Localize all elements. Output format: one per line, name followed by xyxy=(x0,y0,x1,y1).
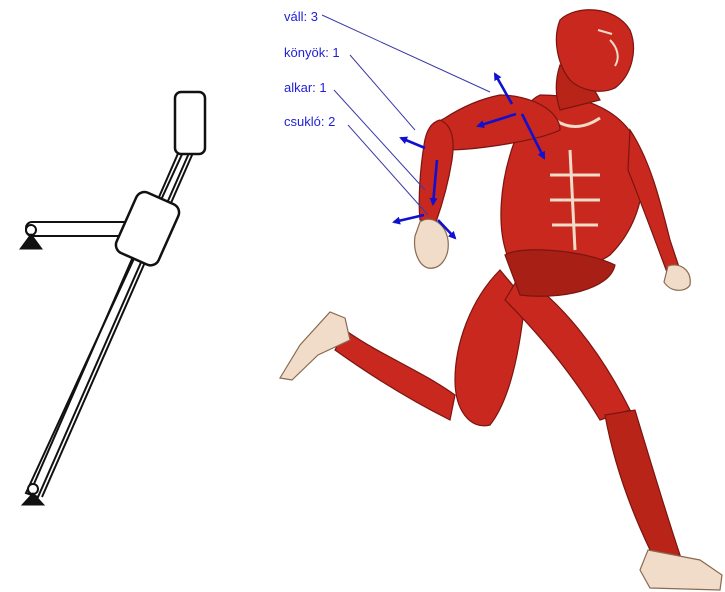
label-shoulder: váll: 3 xyxy=(284,9,318,24)
front-foot xyxy=(640,550,722,590)
front-thigh xyxy=(505,275,630,420)
leader-line-wrist xyxy=(348,125,428,215)
label-elbow: könyök: 1 xyxy=(284,45,340,60)
back-shin xyxy=(335,330,455,420)
label-wrist: csukló: 2 xyxy=(284,114,335,129)
rear-hand xyxy=(664,265,690,290)
end-slider-block xyxy=(175,92,205,154)
leader-line-shoulder xyxy=(322,15,490,92)
mechanism-diagram xyxy=(20,92,205,505)
leader-line-forearm xyxy=(334,90,425,190)
long-rod xyxy=(26,124,203,497)
front-shin xyxy=(605,410,680,560)
runner-anatomy-figure xyxy=(280,10,722,590)
label-forearm: alkar: 1 xyxy=(284,80,327,95)
elbow-arrow xyxy=(401,138,425,148)
